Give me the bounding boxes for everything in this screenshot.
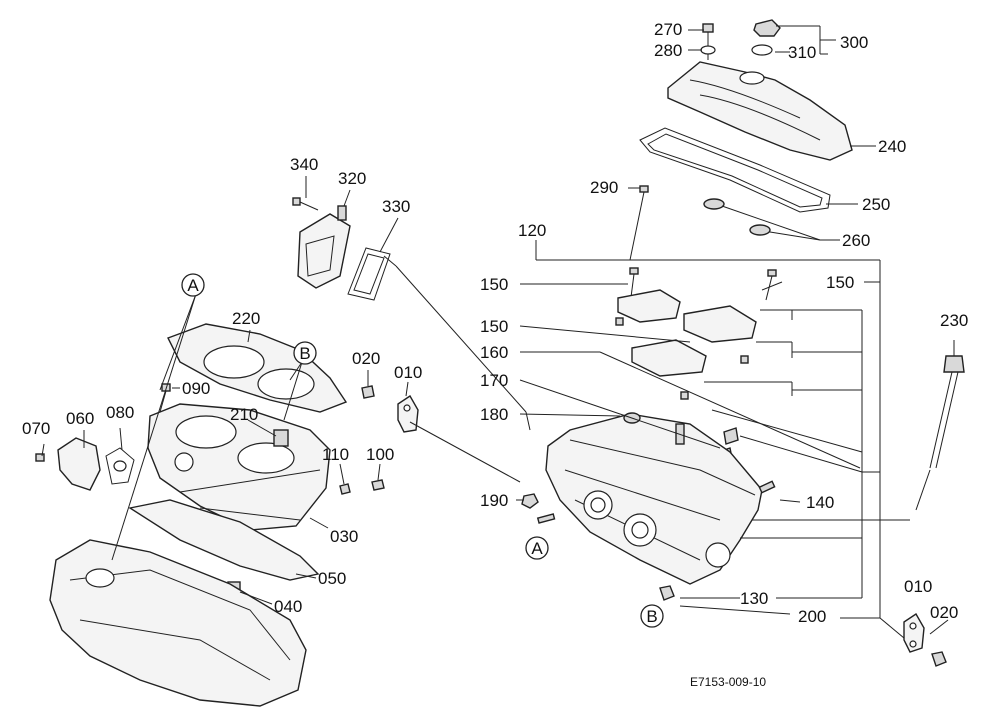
label-250: 250 (862, 195, 890, 214)
label-330: 330 (382, 197, 410, 216)
bolt-020-left (361, 385, 375, 399)
label-030: 030 (330, 527, 358, 546)
label-300: 300 (840, 33, 868, 52)
marker-b-top-label: B (299, 344, 310, 363)
rocker-arms (615, 289, 757, 463)
marker-b-bottom-label: B (646, 607, 657, 626)
label-020-left: 020 (352, 349, 380, 368)
dowel-210 (273, 429, 289, 447)
stud-a (536, 513, 556, 524)
label-200: 200 (798, 607, 826, 626)
leader-lines (41, 25, 955, 639)
bracket-right (903, 613, 947, 667)
label-090: 090 (182, 379, 210, 398)
label-070: 070 (22, 419, 50, 438)
nut-110 (339, 483, 351, 495)
label-340: 340 (290, 155, 318, 174)
marker-a-bottom: A (525, 536, 549, 560)
bolt-340 (292, 197, 319, 211)
breather-gasket (347, 247, 391, 301)
label-100: 100 (366, 445, 394, 464)
breather-cover (297, 205, 351, 289)
plug-seals (703, 198, 771, 236)
marker-b-top: B (293, 341, 317, 365)
oil-filler-cap (753, 19, 781, 37)
label-180: 180 (480, 405, 508, 424)
bolt-100 (371, 479, 385, 491)
gasket-080 (105, 447, 135, 485)
label-210: 210 (230, 405, 258, 424)
plug-b (659, 585, 675, 601)
label-290: 290 (590, 178, 618, 197)
label-220: 220 (232, 309, 260, 328)
bolt-290 (629, 185, 649, 261)
label-010-right: 010 (904, 577, 932, 596)
bolt-150-right (765, 269, 777, 301)
stud-140 (758, 480, 776, 494)
cover-washer (700, 45, 716, 55)
rocker-cover (667, 61, 853, 161)
label-080: 080 (106, 403, 134, 422)
head-gasket (167, 323, 348, 413)
marker-a-bottom-label: A (531, 539, 543, 558)
marker-a-top-label: A (187, 276, 199, 295)
cap-o-ring (751, 44, 773, 56)
label-190: 190 (480, 491, 508, 510)
part-labels: 270 280 300 310 240 250 260 290 120 150 … (22, 20, 968, 689)
label-150-right: 150 (826, 273, 854, 292)
label-110: 110 (322, 445, 349, 464)
bolt-070 (35, 453, 45, 462)
label-130: 130 (740, 589, 768, 608)
label-230: 230 (940, 311, 968, 330)
label-150-mid: 150 (480, 317, 508, 336)
label-240: 240 (878, 137, 906, 156)
label-050: 050 (318, 569, 346, 588)
label-270: 270 (654, 20, 682, 39)
cover-gasket (639, 127, 831, 213)
label-160: 160 (480, 343, 508, 362)
label-040: 040 (274, 597, 302, 616)
diagram-code: E7153-009-10 (690, 675, 766, 689)
label-020-right: 020 (930, 603, 958, 622)
label-170: 170 (480, 371, 508, 390)
label-010-left: 010 (394, 363, 422, 382)
label-120: 120 (518, 221, 546, 240)
label-280: 280 (654, 41, 682, 60)
thermostat-cover (57, 437, 101, 491)
cylinder-head (545, 412, 763, 585)
marker-a-top: A (181, 273, 205, 297)
label-260: 260 (842, 231, 870, 250)
bracket-left (397, 395, 419, 433)
label-060: 060 (66, 409, 94, 428)
marker-b-bottom: B (640, 604, 664, 628)
label-320: 320 (338, 169, 366, 188)
base-gasket (128, 499, 320, 581)
head-bolt-230 (929, 355, 965, 469)
label-310: 310 (788, 43, 816, 62)
nut-190 (521, 493, 539, 509)
bolt-090 (159, 383, 171, 413)
crankcase (49, 539, 307, 707)
label-140: 140 (806, 493, 834, 512)
label-150-top: 150 (480, 275, 508, 294)
